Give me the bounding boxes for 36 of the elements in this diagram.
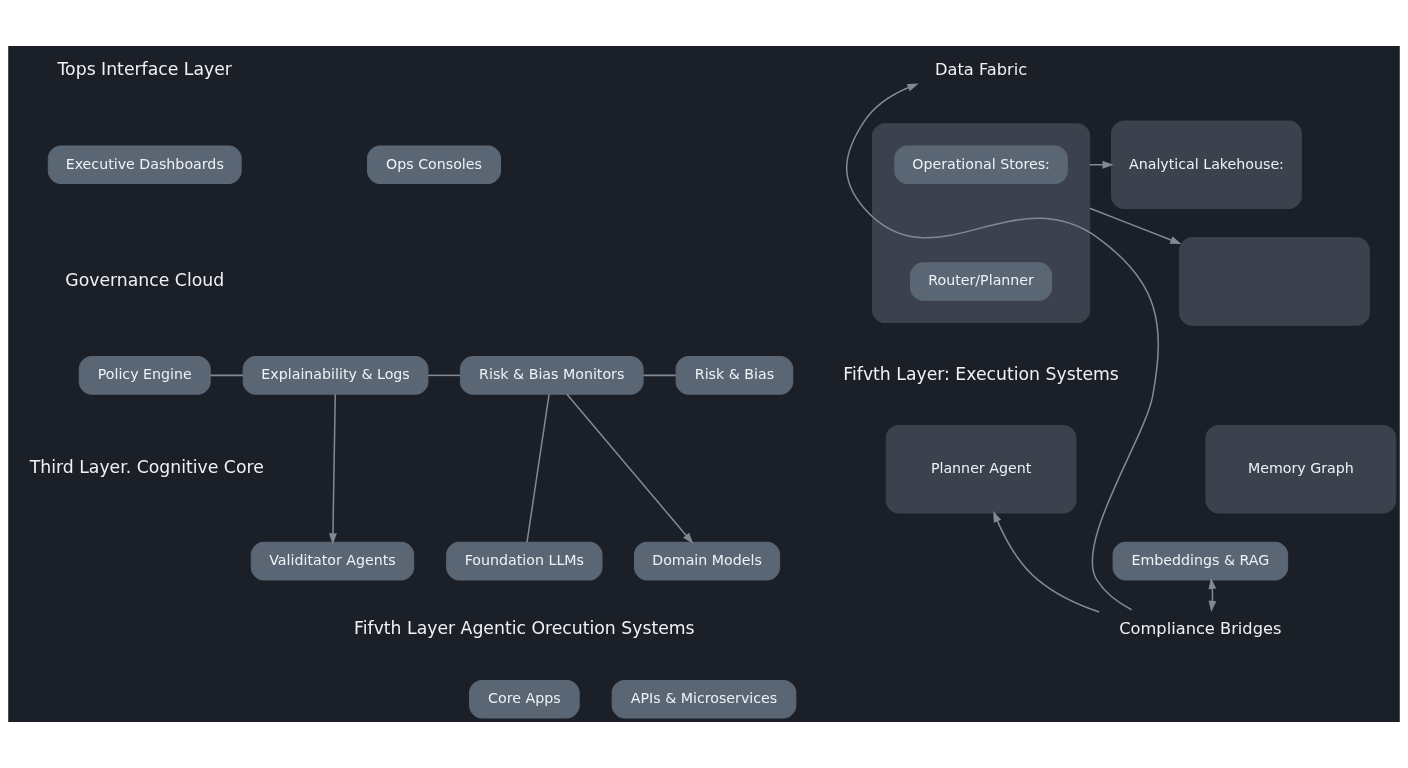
label: Third Layer. Cognitive Core (29, 457, 264, 478)
cluster (872, 123, 1091, 324)
node-box: Embeddings & RAG (1112, 541, 1289, 581)
arrow (329, 393, 337, 545)
arrow (845, 83, 1159, 611)
node-box: Operational Stores: (894, 145, 1068, 185)
node-box: Risk & Bias (675, 356, 794, 395)
arrow (1088, 160, 1114, 169)
connector (526, 393, 550, 543)
connector (209, 374, 244, 377)
node-box: Analytical Lakehouse: (1111, 120, 1302, 209)
node-box: Core Apps (469, 679, 580, 719)
arrow (1088, 207, 1182, 245)
node-box: Ops Consoles (367, 145, 501, 185)
connector (427, 374, 461, 377)
arrow (993, 510, 1100, 613)
label: Fifvth Layer: Execution Systems (843, 363, 1119, 384)
label: Tops Interface Layer (57, 59, 232, 80)
connector (642, 374, 677, 377)
arrow (566, 393, 694, 544)
node-box: APIs & Microservices (611, 679, 797, 719)
node-box: Router/Planner (910, 262, 1053, 301)
label: Fifvth Layer Agentic Orecution Systems (354, 618, 695, 639)
label: Governance Cloud (65, 269, 225, 290)
node-box: Domain Models (633, 541, 781, 581)
node-text: Data Fabric (935, 59, 1028, 79)
node-box: Validitator Agents (250, 541, 415, 581)
node-box: Risk & Bias Monitors (459, 356, 644, 395)
node-box: Foundation LLMs (446, 541, 603, 581)
node-box: Executive Dashboards (47, 145, 242, 185)
node-box: Policy Engine (78, 356, 211, 395)
node-text: Compliance Bridges (1119, 619, 1282, 638)
node-box (1179, 237, 1370, 326)
node-box: Planner Agent (885, 425, 1077, 514)
node-box: Explainability & Logs (242, 356, 429, 395)
node-box: Memory Graph (1205, 425, 1397, 514)
